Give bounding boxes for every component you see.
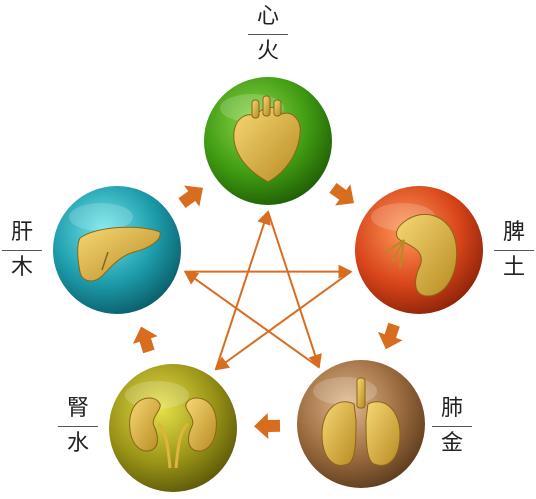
lungs-icon: [321, 377, 401, 466]
generating-arrow-spleen-to-lung: [378, 322, 403, 350]
lung-node: [297, 360, 425, 488]
heart-label: 心 火: [246, 4, 290, 65]
kidney-label: 腎 水: [56, 396, 100, 457]
controlling-arrow-kidney-to-heart: [214, 210, 271, 370]
heart-icon: [233, 95, 301, 183]
kidney-organ-char: 腎: [66, 396, 89, 421]
kidney-node: [109, 364, 237, 492]
generating-arrow-kidney-to-liver: [132, 326, 158, 354]
heart-node: [204, 77, 332, 205]
controlling-arrow-heart-to-lung: [267, 211, 322, 369]
kidney-element-char: 水: [66, 431, 89, 456]
controlling-arrow-spleen-to-kidney: [214, 270, 352, 371]
spleen-icon: [385, 213, 458, 297]
liver-node: [53, 186, 181, 314]
heart-element-char: 火: [256, 39, 279, 64]
lung-element-char: 金: [440, 431, 463, 456]
liver-element-char: 木: [10, 255, 33, 280]
kidneys-icon: [129, 397, 217, 469]
spleen-element-char: 土: [502, 255, 525, 280]
lung-label: 肺 金: [430, 396, 474, 457]
heart-organ-char: 心: [256, 4, 279, 29]
spleen-label: 脾 土: [492, 220, 536, 281]
liver-organ-char: 肝: [10, 220, 33, 245]
controlling-cycle-star: [183, 210, 353, 371]
liver-icon: [77, 226, 161, 282]
liver-label: 肝 木: [0, 220, 44, 281]
spleen-organ-char: 脾: [502, 220, 525, 245]
generating-cycle-arrows: [132, 183, 403, 439]
kidney-sphere: [109, 364, 237, 492]
generating-arrow-lung-to-kidney: [254, 413, 281, 439]
generating-arrow-liver-to-heart: [178, 185, 203, 208]
controlling-arrow-lung-to-liver: [183, 270, 320, 369]
generating-arrow-heart-to-spleen: [329, 183, 354, 206]
spleen-node: [355, 186, 483, 314]
lung-organ-char: 肺: [440, 396, 463, 421]
